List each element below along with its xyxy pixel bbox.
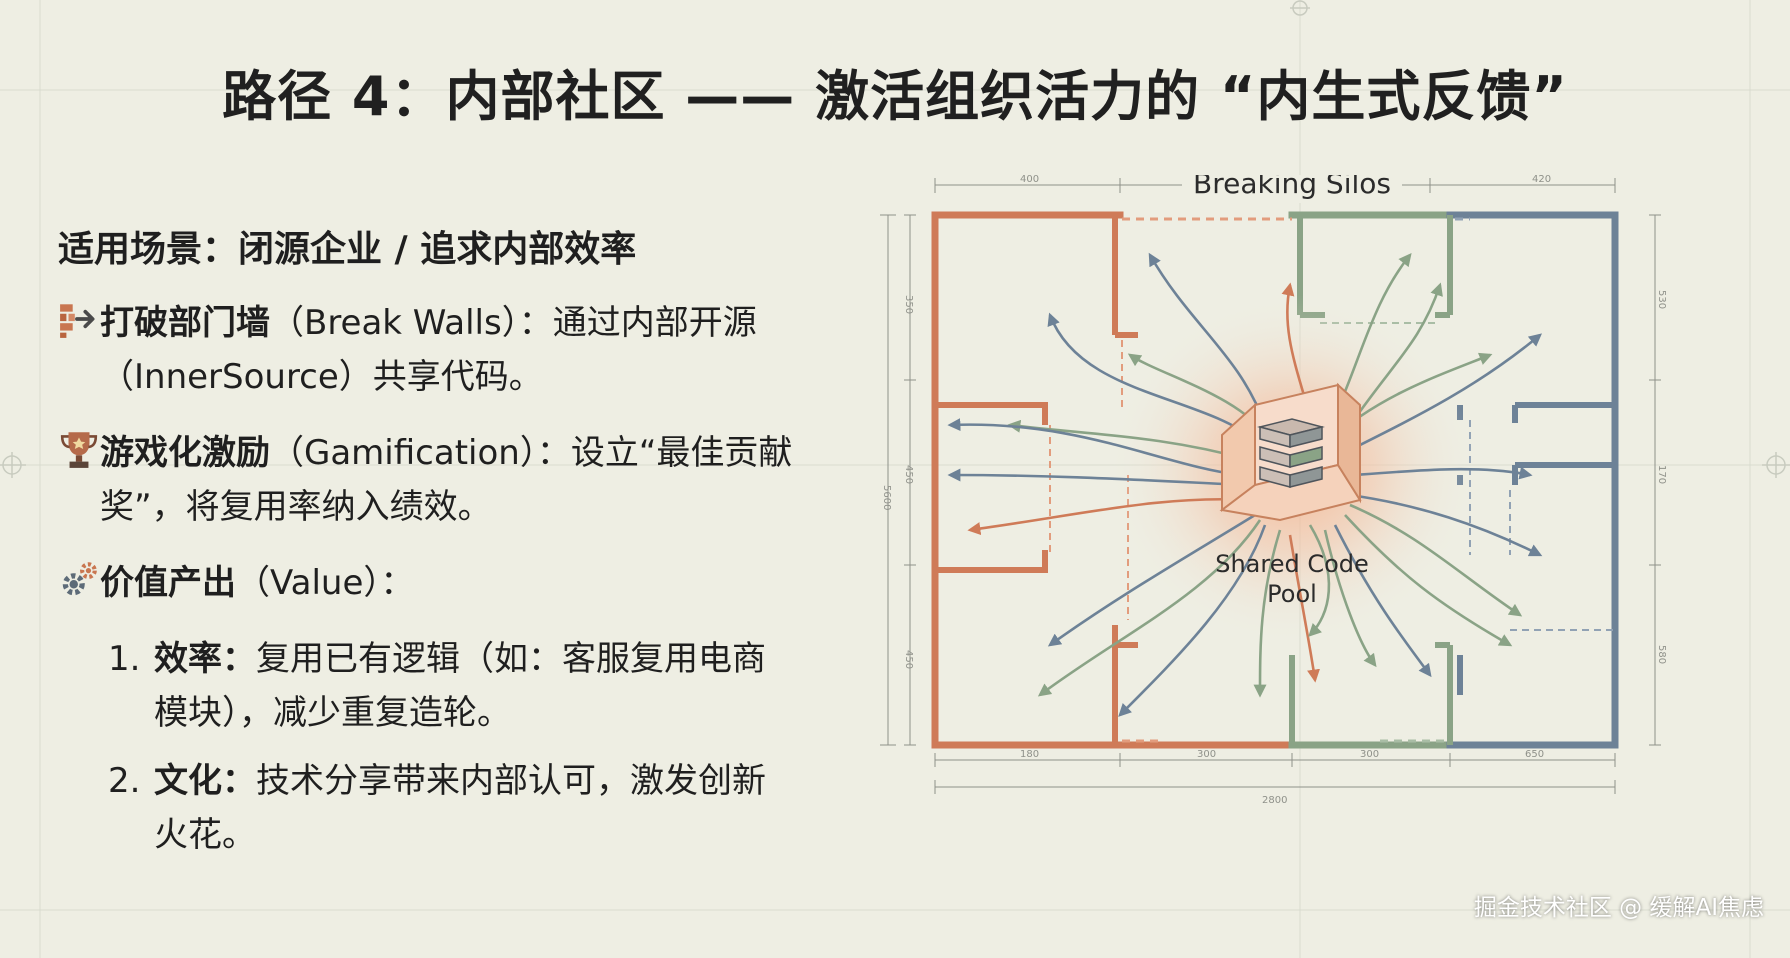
dim-label: 2800 (1262, 795, 1287, 806)
dim-label: 5600 (881, 485, 892, 510)
sublist-heading: 效率： (154, 639, 256, 679)
scenario-heading: 适用场景：闭源企业 / 追求内部效率 (58, 229, 637, 270)
dim-label: 650 (1525, 749, 1544, 760)
registration-marks (0, 0, 1790, 478)
page-title: 路径 4：内部社区 —— 激活组织活力的 “内生式反馈” (222, 65, 1568, 128)
item-text: （Break Walls）：通过内部开源（InnerSource）共享代码。 (100, 303, 757, 397)
list-item-break-walls: 打破部门墙（Break Walls）：通过内部开源（InnerSource）共享… (58, 296, 818, 404)
diagram-title: Breaking Silos (1193, 175, 1391, 200)
sublist-item-culture: 2. 文化：技术分享带来内部认可，激发创新火花。 (108, 754, 818, 862)
dim-label: 450 (903, 465, 914, 484)
sublist-heading: 文化： (154, 761, 256, 801)
breaking-silos-floorplan: 400 420 180 300 300 650 2800 5600 350 45… (880, 175, 1667, 806)
dim-label: 450 (903, 650, 914, 669)
dim-label: 180 (1020, 749, 1039, 760)
dashed-openings (1122, 217, 1470, 743)
center-label-line2: Pool (1267, 580, 1317, 608)
item-heading: 价值产出 (100, 563, 236, 603)
dim-label: 580 (1656, 645, 1667, 664)
dim-label: 530 (1656, 290, 1667, 309)
gears-icon (62, 562, 97, 596)
item-heading: 游戏化激励 (100, 433, 270, 473)
list-item-value: 价值产出（Value）： (58, 556, 818, 610)
watermark: 掘金技术社区 @ 缓解AI焦虑 (1473, 895, 1764, 921)
shared-code-pool-icon (1219, 382, 1362, 522)
sublist-number: 2. (108, 761, 141, 801)
dimension-lines (880, 178, 1661, 794)
item-heading: 打破部门墙 (100, 303, 270, 343)
trophy-icon (60, 432, 98, 468)
content-list: 适用场景：闭源企业 / 追求内部效率 打破部门墙（Break Walls）：通过… (58, 220, 818, 876)
dim-label: 350 (903, 295, 914, 314)
item-text: （Value）： (236, 563, 415, 603)
value-sublist: 1. 效率：复用已有逻辑（如：客服复用电商模块），减少重复造轮。 2. 文化：技… (108, 632, 818, 862)
outer-walls (931, 211, 1619, 749)
item-text: （Gamification）：设立“最佳贡献奖”，将复用率纳入绩效。 (100, 433, 793, 527)
dim-label: 420 (1532, 175, 1551, 185)
title-backing (1182, 175, 1402, 203)
sublist-text: 技术分享带来内部认可，激发创新火花。 (154, 761, 766, 855)
list-item-gamification: 游戏化激励（Gamification）：设立“最佳贡献奖”，将复用率纳入绩效。 (58, 426, 818, 534)
dimension-labels: 400 420 180 300 300 650 2800 5600 350 45… (881, 175, 1667, 806)
sublist-number: 1. (108, 639, 141, 679)
dim-label: 400 (1020, 175, 1039, 185)
center-label-line1: Shared Code (1215, 550, 1369, 578)
sublist-item-efficiency: 1. 效率：复用已有逻辑（如：客服复用电商模块），减少重复造轮。 (108, 632, 818, 740)
sublist-text: 复用已有逻辑（如：客服复用电商模块），减少重复造轮。 (154, 639, 766, 733)
dim-label: 170 (1656, 465, 1667, 484)
dim-label: 300 (1360, 749, 1379, 760)
brick-wall-icon (60, 304, 95, 338)
dim-label: 300 (1197, 749, 1216, 760)
